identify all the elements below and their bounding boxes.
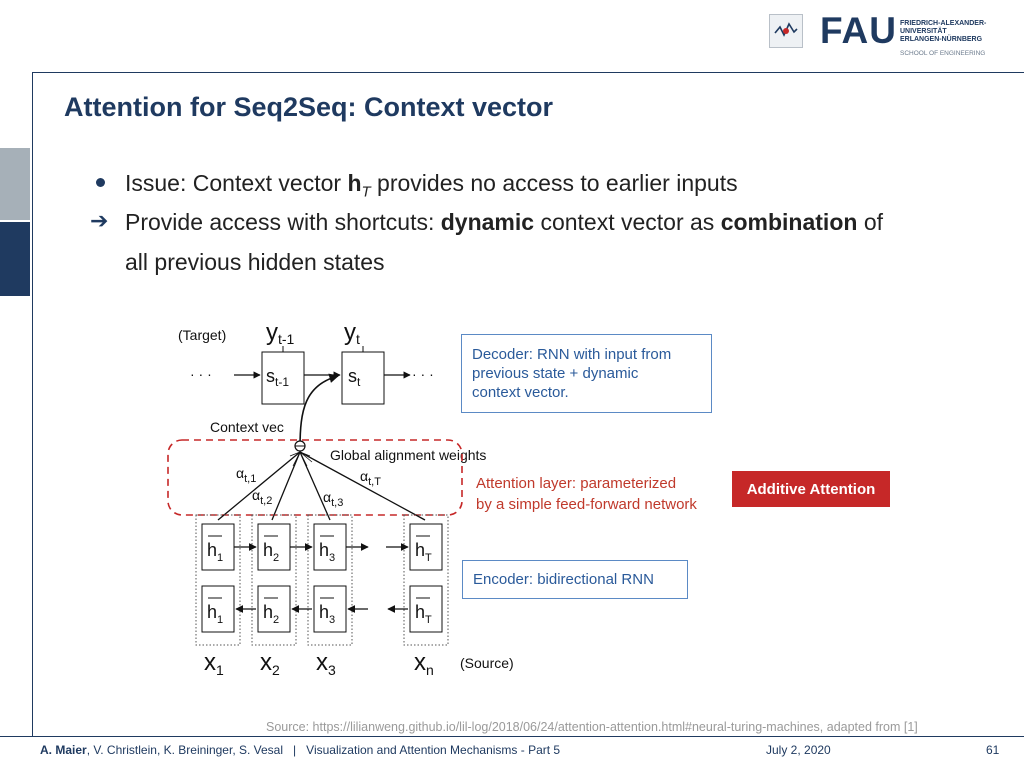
context-vector-arrow bbox=[299, 373, 339, 449]
additive-attention-badge: Additive Attention bbox=[732, 471, 890, 507]
decoder-dots-left: · · · bbox=[190, 366, 212, 382]
school-name: SCHOOL OF ENGINEERING bbox=[900, 50, 986, 57]
page-number: 61 bbox=[986, 743, 1000, 757]
input-x1: x1 bbox=[204, 649, 224, 678]
footer-divider bbox=[0, 736, 1024, 737]
forward-state-h3 bbox=[313, 523, 347, 571]
backward-state-hT bbox=[409, 585, 443, 633]
decoder-description-box: Decoder: RNN with input from previous st… bbox=[461, 334, 712, 413]
encoder-description-box: Encoder: bidirectional RNN bbox=[462, 560, 688, 599]
side-tab-active bbox=[0, 222, 30, 296]
slide-title: Attention for Seq2Seq: Context vector bbox=[64, 92, 554, 122]
backward-state-h3 bbox=[313, 585, 347, 633]
university-name: FRIEDRICH-ALEXANDER- UNIVERSITÄT ERLANGE… bbox=[900, 20, 987, 43]
chip-logo-icon bbox=[769, 14, 803, 48]
input-x2: x2 bbox=[260, 649, 280, 678]
footer-date: July 2, 2020 bbox=[766, 743, 831, 757]
arrow-right-icon: ➔ bbox=[90, 208, 109, 233]
backward-state-h1 bbox=[201, 585, 235, 633]
decoder-dots-right: · · · bbox=[412, 366, 434, 382]
forward-state-hT bbox=[409, 523, 443, 571]
alignment-fan-icon bbox=[287, 451, 313, 467]
source-citation: Source: https://lilianweng.github.io/lil… bbox=[266, 720, 918, 734]
alignment-line-1 bbox=[217, 451, 301, 521]
source-label: (Source) bbox=[460, 655, 514, 671]
attention-layer-region bbox=[167, 439, 463, 516]
side-tab-inactive bbox=[0, 148, 30, 220]
alignment-line-2 bbox=[271, 451, 301, 521]
footer-authors: A. Maier, V. Christlein, K. Breininger, … bbox=[40, 743, 561, 757]
bullet-issue: Issue: Context vector hT provides no acc… bbox=[125, 170, 738, 201]
context-vec-label: Context vec bbox=[210, 419, 284, 435]
input-x3: x3 bbox=[316, 649, 336, 678]
bullet-solution-line2: all previous hidden states bbox=[125, 249, 385, 275]
bullet-solution-line1: Provide access with shortcuts: dynamic c… bbox=[125, 209, 884, 235]
decoder-state-s-t-minus-1 bbox=[261, 351, 305, 405]
attention-layer-description: Attention layer: parameterized by a simp… bbox=[476, 475, 697, 513]
alignment-line-3 bbox=[299, 451, 331, 521]
bullet-dot-icon bbox=[96, 178, 105, 187]
target-label: (Target) bbox=[178, 327, 226, 343]
alpha-t-3: αt,3 bbox=[323, 489, 343, 509]
header-divider bbox=[32, 72, 1024, 73]
alpha-t-1: αt,1 bbox=[236, 465, 256, 485]
y-t-minus-1-label: yt-1 bbox=[266, 319, 295, 347]
fau-logo: FAU bbox=[820, 10, 897, 51]
attention-diagram: (Target) yt-1 yt · · · st-1 st · · · Con… bbox=[167, 319, 514, 678]
footer-course: Visualization and Attention Mechanisms -… bbox=[306, 743, 561, 757]
global-alignment-label: Global alignment weights bbox=[330, 447, 486, 463]
y-t-label: yt bbox=[344, 319, 360, 347]
left-frame-line bbox=[32, 72, 33, 736]
alpha-t-2: αt,2 bbox=[252, 487, 272, 507]
alignment-line-T bbox=[299, 451, 426, 521]
backward-state-h2 bbox=[257, 585, 291, 633]
alpha-t-T: αt,T bbox=[360, 468, 381, 488]
input-xn: xn bbox=[414, 649, 434, 678]
